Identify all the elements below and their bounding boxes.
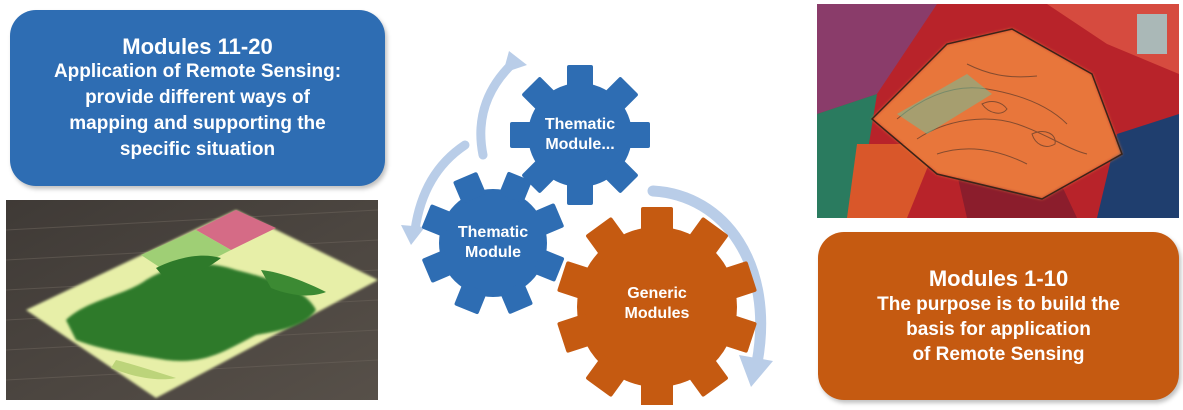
cycle-arrow-top-head (503, 51, 527, 73)
modules-1-10-line-3: of Remote Sensing (912, 343, 1085, 365)
modules-11-20-title: Modules 11-20 (122, 33, 273, 59)
gear-thematic-top (510, 65, 650, 205)
module-cycle-diagram: Thematic Module... Thematic Module Gener… (395, 45, 815, 407)
modules-11-20-box: Modules 11-20 Application of Remote Sens… (10, 10, 385, 186)
gear-thematic-mid (421, 171, 565, 315)
modules-11-20-line-1: Application of Remote Sensing: (53, 60, 342, 82)
modules-1-10-line-1: The purpose is to build the (877, 293, 1120, 315)
gear-generic (557, 207, 757, 407)
cycle-arrow-left-head (401, 225, 425, 245)
cycle-arrow-left (410, 140, 470, 235)
cycle-arrow-top (476, 58, 518, 160)
cycle-arrow-right-head (739, 355, 773, 387)
gear-thematic-mid-label: Thematic Module (457, 224, 529, 261)
cycle-arrow-right (647, 185, 767, 369)
gear-thematic-top-label: Thematic Module... (544, 116, 616, 153)
modules-1-10-box: Modules 1-10 The purpose is to build the… (818, 232, 1179, 400)
gear-generic-label: Generic Modules (624, 285, 690, 322)
satellite-image (817, 4, 1179, 218)
field-map-image (6, 200, 378, 400)
modules-1-10-line-2: basis for application (906, 318, 1091, 340)
modules-11-20-line-4: specific situation (119, 138, 276, 160)
modules-11-20-line-3: mapping and supporting the (69, 112, 326, 134)
modules-1-10-title: Modules 1-10 (928, 265, 1069, 291)
modules-11-20-line-2: provide different ways of (85, 86, 310, 108)
